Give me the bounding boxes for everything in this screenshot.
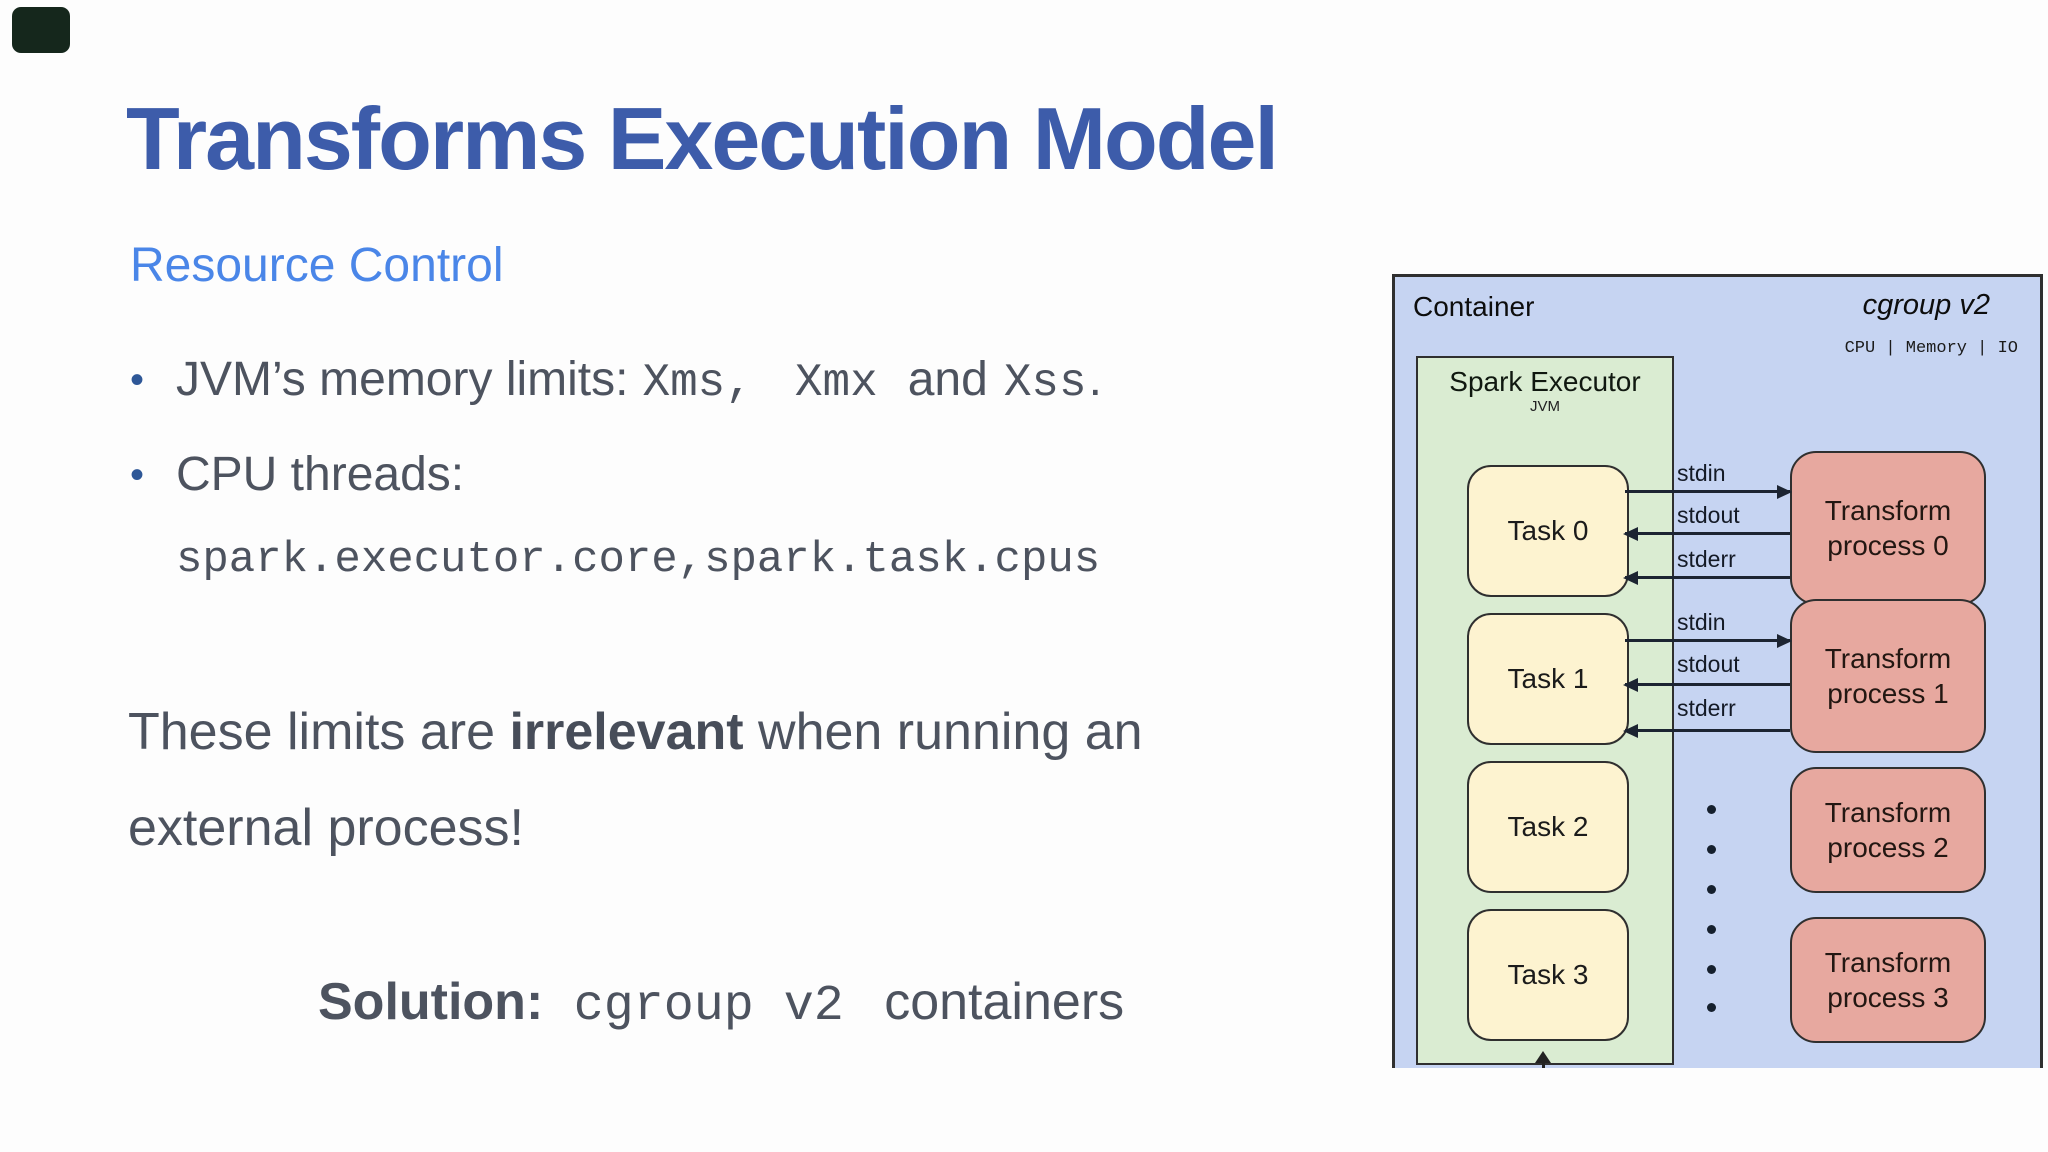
execution-model-diagram: Container cgroup v2 CPU | Memory | IO Sp… bbox=[1392, 274, 2043, 1068]
bullet1-and: and bbox=[907, 353, 988, 406]
bullet-marker: • bbox=[130, 453, 145, 497]
ellipsis-dot bbox=[1707, 965, 1716, 974]
ellipsis-dot bbox=[1707, 1003, 1716, 1012]
slide-title: Transforms Execution Model bbox=[126, 89, 1279, 188]
stdout-arrow bbox=[1625, 532, 1790, 535]
note-before: These limits are bbox=[128, 703, 510, 761]
solution-line: Solution: cgroup v2 containers bbox=[318, 972, 1124, 1035]
container-label: Container bbox=[1413, 291, 1535, 322]
bullet-marker: • bbox=[130, 358, 145, 402]
up-arrow-line bbox=[1542, 1063, 1545, 1068]
cgroup-v2-label: cgroup v2 bbox=[1862, 289, 1990, 321]
corner-badge bbox=[12, 7, 70, 53]
solution-label: Solution: bbox=[318, 973, 544, 1031]
note-emphasis: irrelevant bbox=[509, 703, 744, 761]
task-1-box: Task 1 bbox=[1467, 613, 1629, 745]
note-after: when running an external process! bbox=[128, 703, 1143, 858]
spark-executor-title: Spark Executor bbox=[1449, 366, 1641, 397]
spark-config-code: spark.executor.core,spark.task.cpus bbox=[176, 535, 1101, 585]
bullet-text: CPU threads: bbox=[176, 448, 465, 501]
transform-process-3-box: Transform process 3 bbox=[1790, 917, 1986, 1043]
up-arrow-icon bbox=[1535, 1051, 1551, 1063]
stderr-label: stderr bbox=[1677, 695, 1736, 721]
resources-label: CPU | Memory | IO bbox=[1844, 339, 2018, 358]
bullet-item-cpu-threads: • CPU threads: bbox=[130, 445, 1102, 505]
task-3-box: Task 3 bbox=[1467, 909, 1629, 1041]
ellipsis-dot bbox=[1707, 885, 1716, 894]
stdin-arrow bbox=[1625, 639, 1790, 642]
stdout-label: stdout bbox=[1677, 502, 1740, 528]
stdin-label: stdin bbox=[1677, 609, 1726, 635]
stdin-arrow bbox=[1625, 490, 1790, 493]
stdout-arrow bbox=[1625, 683, 1790, 686]
code-xmx: Xmx bbox=[794, 357, 878, 409]
slide-subtitle: Resource Control bbox=[130, 239, 504, 292]
note-paragraph: These limits are irrelevant when running… bbox=[128, 684, 1318, 876]
stderr-label: stderr bbox=[1677, 546, 1736, 572]
ellipsis-dot bbox=[1707, 925, 1716, 934]
transform-process-0-box: Transform process 0 bbox=[1790, 451, 1986, 605]
solution-code: cgroup v2 bbox=[573, 978, 844, 1035]
ellipsis-dot bbox=[1707, 845, 1716, 854]
task-0-box: Task 0 bbox=[1467, 465, 1629, 597]
transform-process-2-box: Transform process 2 bbox=[1790, 767, 1986, 893]
transform-process-1-box: Transform process 1 bbox=[1790, 599, 1986, 753]
task-2-box: Task 2 bbox=[1467, 761, 1629, 893]
code-xss: Xss bbox=[1003, 357, 1087, 409]
stdout-label: stdout bbox=[1677, 651, 1740, 677]
ellipsis-dot bbox=[1707, 805, 1716, 814]
stdin-label: stdin bbox=[1677, 460, 1726, 486]
stderr-arrow bbox=[1625, 729, 1790, 732]
bullet1-period: . bbox=[1088, 353, 1102, 406]
jvm-label: JVM bbox=[1530, 398, 1560, 415]
solution-suffix: containers bbox=[884, 973, 1125, 1031]
stderr-arrow bbox=[1625, 576, 1790, 579]
bullet1-prefix: JVM’s memory limits: bbox=[176, 353, 629, 406]
code-xms: Xms, bbox=[642, 357, 753, 409]
